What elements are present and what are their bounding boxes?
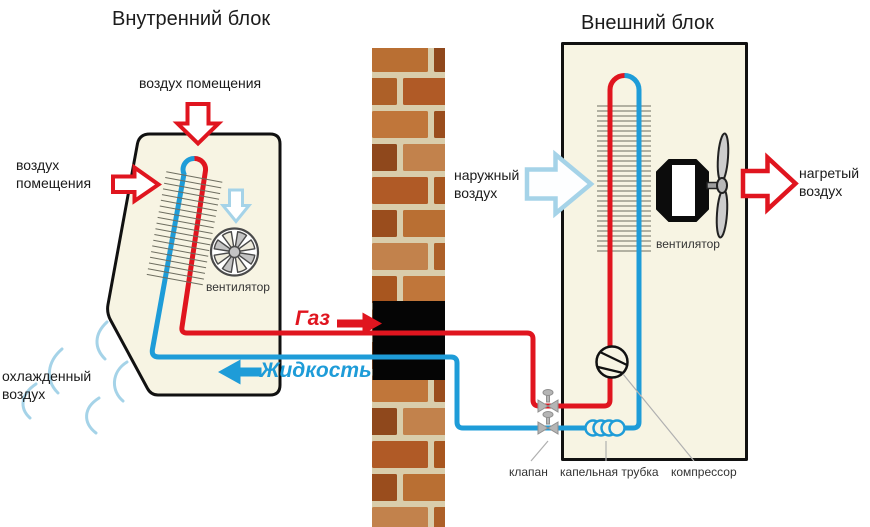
outside-air-label: наружный воздух — [454, 167, 520, 202]
liquid-pipe — [149, 73, 642, 431]
room-air-down-arrow — [172, 102, 224, 147]
brick-wall — [372, 48, 445, 527]
outdoor-fan-icon — [656, 132, 730, 239]
capillary-label: капельная трубка — [560, 465, 659, 479]
outdoor-unit-title: Внешний блок — [581, 12, 714, 34]
room-air-right-arrow — [111, 163, 162, 205]
cooled-air-label: охлажденный воздух — [2, 368, 92, 403]
indoor-coil-fins — [146, 171, 223, 286]
gas-pipe — [179, 73, 625, 409]
gas-label: Газ — [295, 307, 331, 330]
valve-liquid-line — [537, 411, 559, 435]
valve-gas-line — [537, 389, 559, 413]
heated-air-arrow — [740, 152, 799, 215]
indoor-airflow-down-arrow — [219, 188, 253, 224]
capillary-tube — [584, 419, 626, 437]
outdoor-fan-label: вентилятор — [656, 237, 720, 251]
cooled-air-waves — [21, 320, 129, 435]
compressor-symbol — [595, 345, 629, 379]
liquid-flow-arrow — [218, 359, 262, 385]
room-air-top-label: воздух помещения — [139, 75, 262, 91]
liquid-label: Жидкость — [260, 359, 372, 382]
wall-feedthrough-block — [372, 301, 445, 380]
indoor-fan-label: вентилятор — [206, 280, 270, 294]
gas-flow-arrow — [337, 312, 382, 335]
indoor-fan-icon — [209, 227, 260, 277]
outdoor-coil-fins — [597, 105, 651, 252]
heated-air-label: нагретый воздух — [799, 165, 860, 200]
outdoor-unit-housing — [561, 42, 748, 461]
outside-air-arrow — [524, 149, 595, 219]
room-air-left-label: воздух помещения — [16, 157, 92, 192]
indoor-unit-title: Внутренний блок — [112, 8, 271, 30]
valve-label: клапан — [509, 465, 548, 479]
callout-leaders — [530, 373, 695, 462]
compressor-label: компрессор — [671, 465, 737, 479]
